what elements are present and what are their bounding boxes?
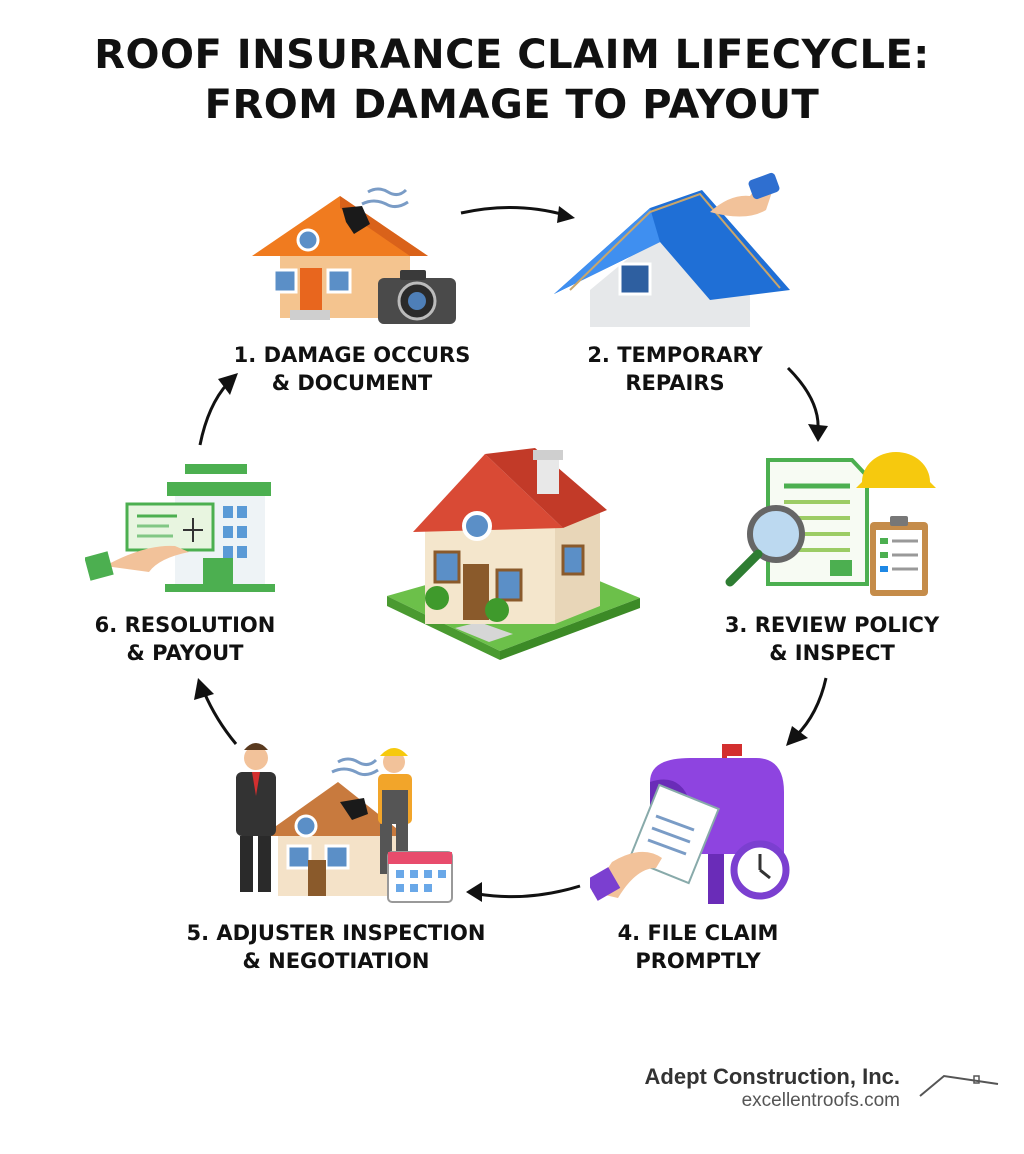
damaged-house-camera-icon	[252, 187, 456, 324]
arrow-5-to-6	[194, 678, 238, 745]
roof-logo-icon	[919, 1074, 999, 1097]
arrow-6-to-1	[198, 373, 238, 446]
step-1-title: 1. DAMAGE OCCURS	[233, 343, 471, 367]
step-1-subtitle: & DOCUMENT	[271, 371, 433, 395]
step-4-label: 4. FILE CLAIM PROMPTLY	[578, 919, 818, 975]
step-3-subtitle: & INSPECT	[769, 641, 895, 665]
arrow-2-to-3	[786, 366, 828, 442]
step-3-label: 3. REVIEW POLICY & INSPECT	[710, 611, 954, 667]
company-name: Adept Construction, Inc.	[644, 1064, 900, 1089]
company-url: excellentroofs.com	[741, 1090, 900, 1111]
arrow-1-to-2	[460, 205, 575, 223]
step-4-subtitle: PROMPTLY	[635, 949, 761, 973]
policy-document-magnifier-icon	[725, 452, 936, 596]
step-6-title: 6. RESOLUTION	[94, 613, 276, 637]
title-line-1: ROOF INSURANCE CLAIM LIFECYCLE:	[94, 32, 930, 78]
tarp-covered-roof-icon	[554, 172, 790, 327]
arrow-3-to-4	[786, 677, 828, 746]
house-icon	[387, 448, 640, 660]
step-1-label: 1. DAMAGE OCCURS & DOCUMENT	[212, 341, 492, 397]
step-6-subtitle: & PAYOUT	[126, 641, 244, 665]
step-5-title: 5. ADJUSTER INSPECTION	[186, 921, 486, 945]
adjuster-contractor-icon	[236, 743, 453, 903]
title-line-2: FROM DAMAGE TO PAYOUT	[204, 82, 820, 128]
step-5-subtitle: & NEGOTIATION	[242, 949, 430, 973]
mailbox-clock-icon	[590, 744, 790, 904]
check-payout-bank-icon	[85, 464, 275, 592]
step-2-subtitle: REPAIRS	[625, 371, 725, 395]
step-6-label: 6. RESOLUTION & PAYOUT	[70, 611, 300, 667]
step-2-title: 2. TEMPORARY	[587, 343, 763, 367]
step-4-title: 4. FILE CLAIM	[617, 921, 779, 945]
step-2-label: 2. TEMPORARY REPAIRS	[555, 341, 795, 397]
page-title: ROOF INSURANCE CLAIM LIFECYCLE: FROM DAM…	[0, 30, 1024, 130]
step-3-title: 3. REVIEW POLICY	[724, 613, 940, 637]
arrow-4-to-5	[466, 882, 581, 902]
step-5-label: 5. ADJUSTER INSPECTION & NEGOTIATION	[166, 919, 506, 975]
